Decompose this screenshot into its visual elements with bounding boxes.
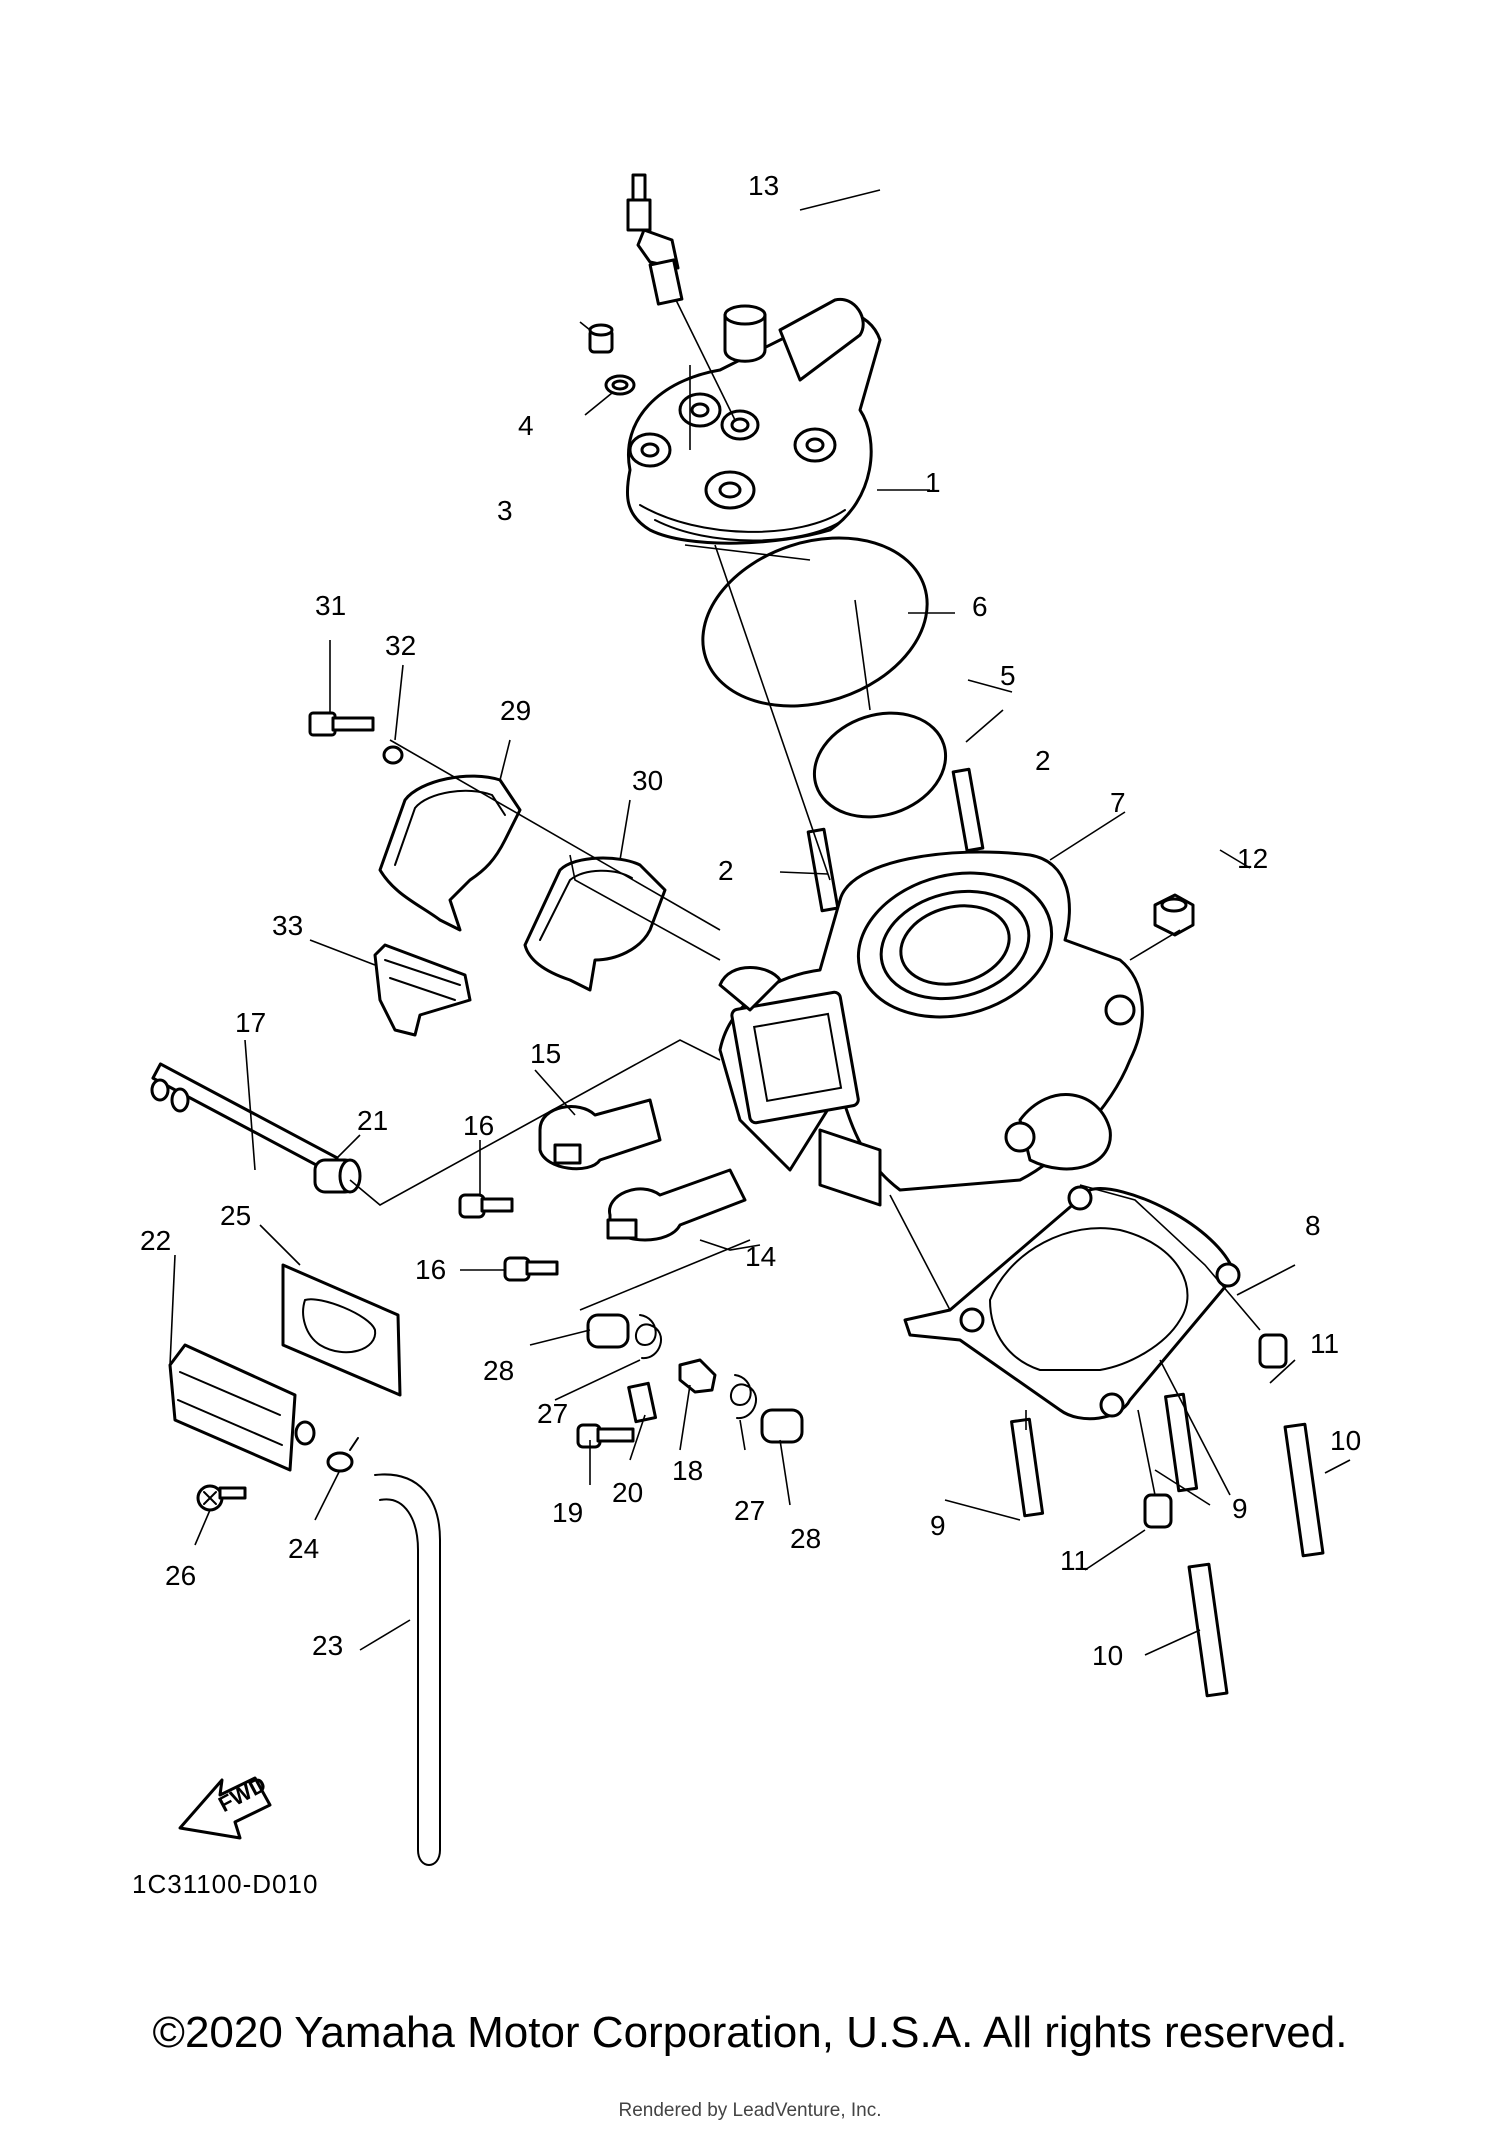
callout-27a: 27 [537,1398,568,1429]
callout-10a: 10 [1330,1425,1361,1456]
callout-26: 26 [165,1560,196,1591]
callout-8: 8 [1305,1210,1321,1241]
leader-lines [169,189,1351,1656]
lever-18 [678,1358,717,1394]
spring-27b [730,1374,757,1420]
callout-20: 20 [612,1477,643,1508]
callout-31: 31 [315,590,346,621]
collar-28a [586,1313,630,1349]
screw-19 [576,1423,635,1449]
dowel-11b [1143,1493,1173,1529]
cap-nut-3 [588,323,614,354]
callout-30: 30 [632,765,663,796]
callout-17: 17 [235,1007,266,1038]
valve-shaft-17 [150,1062,339,1174]
collar-28b [760,1408,804,1444]
callout-11a: 11 [1310,1328,1339,1359]
callout-18: 18 [672,1455,703,1486]
forward-arrow-icon: FWD [178,1771,272,1840]
base-gasket [903,1185,1241,1421]
callout-15: 15 [530,1038,561,1069]
callout-3: 3 [497,495,513,526]
collar-21 [313,1158,362,1194]
callout-23: 23 [312,1630,343,1661]
callout-21: 21 [357,1105,388,1136]
callout-4: 4 [518,410,534,441]
stud-10b [1187,1562,1229,1698]
callout-11b: 11 [1060,1545,1089,1576]
gasket-25 [281,1263,402,1397]
callout-25: 25 [220,1200,251,1231]
cylinder-head [625,297,882,545]
stud-bolt-2 [806,827,840,913]
breather-hose-23 [374,1473,441,1866]
callout-16a: 16 [463,1110,494,1141]
stud-9a [1010,1417,1045,1518]
callout-2a: 2 [1035,745,1051,776]
callout-19: 19 [552,1497,583,1528]
washer-4 [604,374,636,396]
gasket-30 [523,856,667,992]
screw-26 [196,1484,247,1512]
valve-14 [606,1168,747,1242]
callout-29: 29 [500,695,531,726]
callout-27b: 27 [734,1495,765,1526]
cylinder-block [718,850,1144,1207]
dowel-11a [1258,1333,1288,1369]
stud-10a [1283,1422,1325,1558]
cover-22 [168,1343,316,1472]
o-ring-6 [701,536,929,708]
callout-33: 33 [272,910,303,941]
callout-14: 14 [745,1241,776,1272]
nut-12 [1153,893,1195,937]
copyright-notice: ©2020 Yamaha Motor Corporation, U.S.A. A… [152,2008,1348,2057]
callout-28b: 28 [790,1523,821,1554]
callout-28a: 28 [483,1355,514,1386]
stud-9b [1164,1392,1199,1493]
part-code: 1C31100-D010 [132,1869,318,1899]
o-ring-5 [812,711,948,819]
bolt-16b [503,1256,559,1282]
stud-bolt-2b [951,767,985,853]
spring-27a [635,1314,662,1360]
callout-6: 6 [972,591,988,622]
callout-10b: 10 [1092,1640,1123,1671]
callout-12: 12 [1237,843,1268,874]
callout-9a: 9 [930,1510,946,1541]
valve-15 [538,1098,662,1171]
callout-7: 7 [1110,787,1126,818]
spark-plug [626,173,736,421]
cover-33 [373,943,472,1037]
callout-13: 13 [748,170,779,201]
bolt-16a [458,1193,514,1219]
callout-5: 5 [1000,660,1016,691]
valve-cover-gasket-29 [378,774,522,932]
hose-clamp-24 [326,1437,359,1473]
washer-32 [382,745,404,765]
callout-16b: 16 [415,1254,446,1285]
callout-1: 1 [925,467,941,498]
bolt-31 [308,711,375,737]
callout-32: 32 [385,630,416,661]
callout-2b: 2 [718,855,734,886]
callout-22: 22 [140,1225,171,1256]
callout-numbers: 13 3 4 1 6 5 2 2 7 12 8 11 10 9 9 11 10 … [140,170,1361,1671]
rendered-by-credit: Rendered by LeadVenture, Inc. [618,2100,882,2121]
callout-24: 24 [288,1533,319,1564]
callout-9b: 9 [1232,1493,1248,1524]
plate-20 [627,1381,658,1424]
